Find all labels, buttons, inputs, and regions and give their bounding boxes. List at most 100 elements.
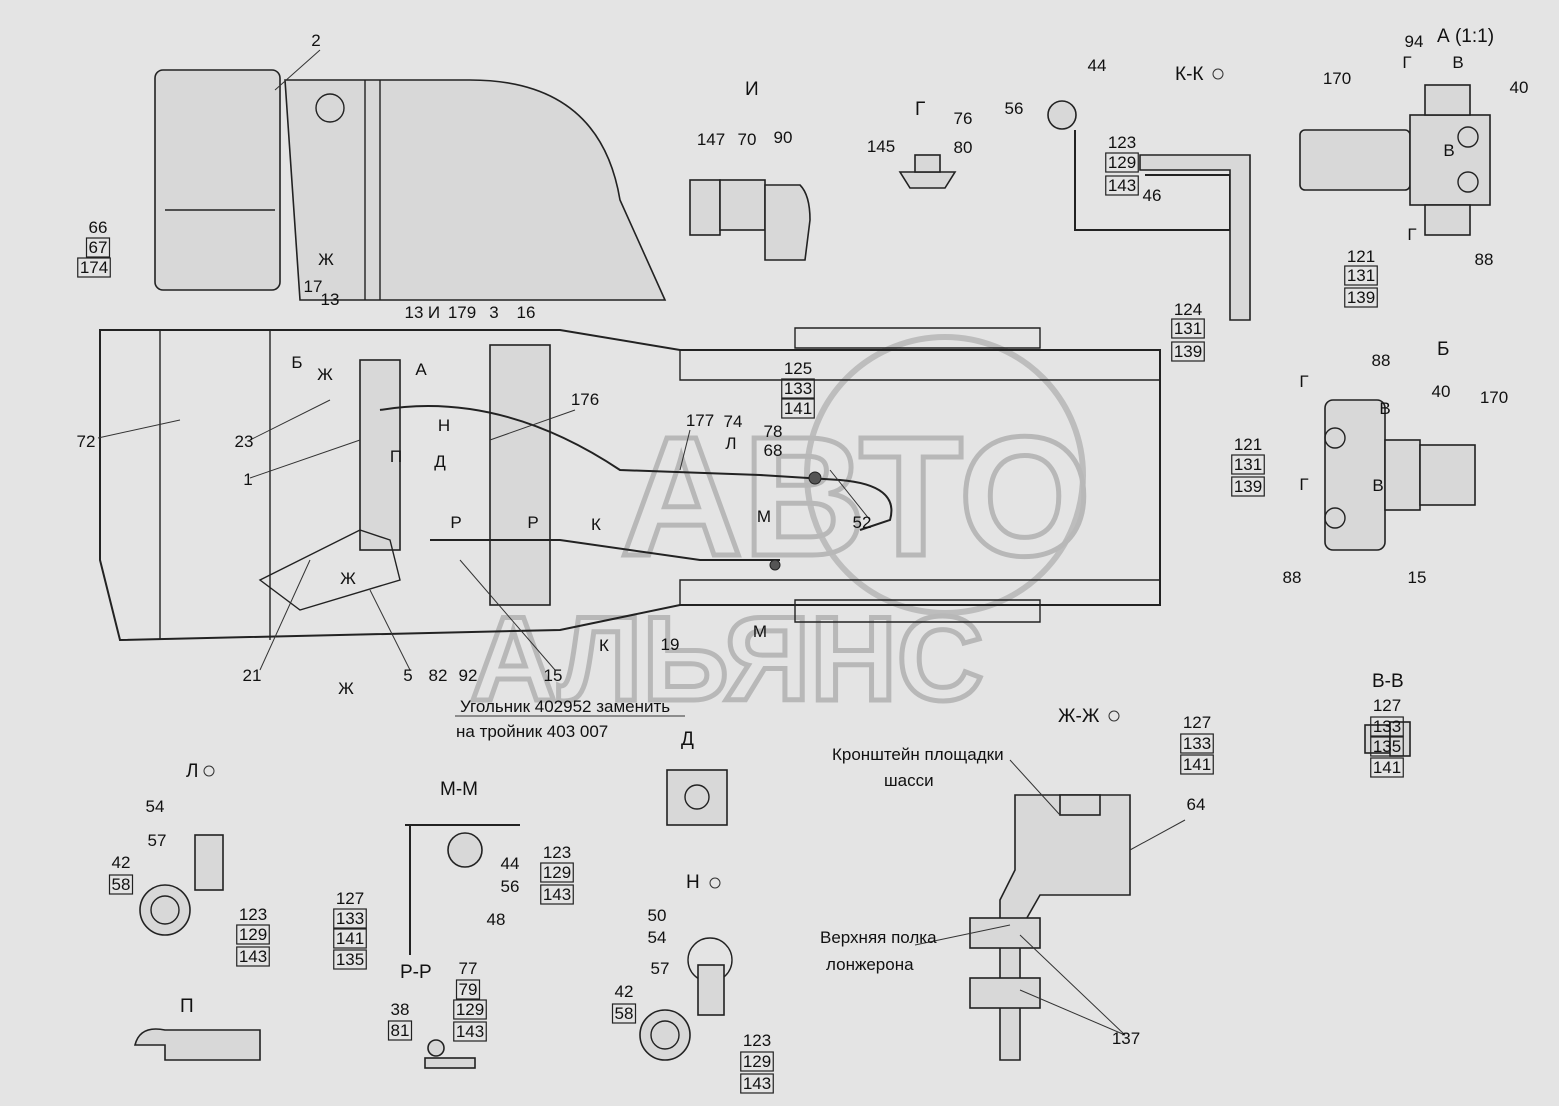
leader-137-a [1019, 989, 1126, 1036]
part-label: 64 [1187, 795, 1206, 814]
view-KK-pipe-44 [1047, 100, 1077, 130]
part-label: 57 [148, 831, 167, 850]
leader-64 [1129, 819, 1186, 851]
part-label-box [1344, 265, 1378, 286]
part-label: 141 [1373, 758, 1401, 777]
part-label: 90 [774, 128, 793, 147]
watermark: АВТО АЛЬЯНС [468, 334, 1093, 729]
part-label: 137 [1112, 1029, 1140, 1048]
view-title-A: А (1:1) [1437, 26, 1494, 47]
part-label: 46 [1143, 186, 1162, 205]
view-MM-pipe-44 [447, 832, 483, 868]
note-replace-line1: Угольник 402952 заменить [460, 697, 670, 716]
view-title-G: Г [915, 99, 925, 120]
view-B-port-lower [1324, 507, 1346, 529]
part-label-box [387, 1020, 413, 1041]
part-label-box [85, 237, 111, 258]
part-label: В [1443, 141, 1454, 160]
battery-box [154, 69, 281, 291]
part-label: К [591, 515, 601, 534]
view-L-pipe-42 [139, 884, 191, 936]
view-ZhZh-bolt-137-b [969, 977, 1041, 1009]
part-label: 2 [311, 31, 320, 50]
valve-panel [359, 359, 401, 551]
part-label: 3 [489, 303, 498, 322]
part-label: В [1379, 399, 1390, 418]
view-P-elbow [133, 1028, 261, 1061]
part-label-box [781, 378, 815, 399]
part-label: 135 [336, 950, 364, 969]
part-label-box [781, 398, 815, 419]
view-ZhZh [969, 794, 1131, 1061]
part-label: 66 [89, 218, 108, 237]
tank-cap [315, 93, 345, 123]
view-title-B: Б [1437, 339, 1449, 360]
view-I [689, 179, 811, 261]
note-bracket-line2: шасси [884, 771, 934, 790]
view-N-pipe-inner [650, 1020, 680, 1050]
part-label-box [1105, 152, 1139, 173]
view-ZhZh-bracket-64 [999, 794, 1131, 1061]
part-label: 40 [1510, 78, 1529, 97]
fitting-m [769, 559, 781, 571]
part-label: 131 [1234, 455, 1262, 474]
part-label: И [428, 303, 440, 322]
part-label: 54 [146, 797, 165, 816]
part-label: Л [725, 434, 736, 453]
part-label: 94 [1405, 32, 1424, 51]
part-label: 133 [1373, 717, 1401, 736]
view-title-N: Н [686, 872, 700, 893]
view-L-clip-57 [194, 834, 224, 891]
part-label: 19 [661, 635, 680, 654]
part-label: 1 [243, 470, 252, 489]
view-RR [424, 1039, 476, 1069]
pipe-19 [430, 539, 780, 561]
part-label: Н [438, 416, 450, 435]
part-label-box [740, 1051, 774, 1072]
view-L [139, 834, 224, 936]
view-ZhZh-bolt [1059, 794, 1101, 816]
part-label: 58 [615, 1004, 634, 1023]
leader-bracket [1009, 759, 1061, 816]
part-label: 124 [1174, 300, 1202, 319]
view-I-nut-70 [719, 179, 766, 231]
part-label: 88 [1372, 351, 1391, 370]
view-titles: И Г К-К А (1:1) Б В-В Ж-Ж Л М-М Д Н П Р-… [180, 26, 1494, 1017]
part-label: 68 [764, 441, 783, 460]
part-label: 123 [239, 905, 267, 924]
leader-5 [369, 589, 411, 671]
part-label: 170 [1480, 388, 1508, 407]
part-label: 145 [867, 137, 895, 156]
part-label: 127 [1373, 696, 1401, 715]
part-label: 82 [429, 666, 448, 685]
part-label-box [1370, 757, 1404, 778]
part-label: 129 [1108, 153, 1136, 172]
part-label: 121 [1347, 247, 1375, 266]
leader-1 [249, 439, 361, 479]
part-label-box [333, 908, 367, 929]
part-label: 81 [391, 1021, 410, 1040]
view-I-fitting-147 [689, 179, 721, 236]
view-KK [1047, 100, 1251, 321]
part-label: 129 [239, 925, 267, 944]
part-label-box [236, 924, 270, 945]
leader-shelf [914, 924, 1011, 946]
part-label-box [1171, 318, 1205, 339]
part-label: 123 [543, 843, 571, 862]
view-B-valve-170 [1419, 444, 1476, 506]
part-label: Г [1402, 53, 1411, 72]
part-label-box [1180, 754, 1214, 775]
part-label: 123 [1108, 133, 1136, 152]
view-I-elbow-90 [764, 184, 811, 261]
part-label-box [1231, 476, 1265, 497]
view-G-bolt-80 [914, 154, 941, 173]
part-label-box [333, 949, 367, 970]
part-label: 139 [1174, 342, 1202, 361]
part-label: К [599, 636, 609, 655]
view-N-pipe-42 [639, 1009, 691, 1061]
part-label: 139 [1234, 477, 1262, 496]
part-label: 74 [724, 412, 743, 431]
part-label: 135 [1373, 737, 1401, 756]
part-label: 67 [89, 238, 108, 257]
